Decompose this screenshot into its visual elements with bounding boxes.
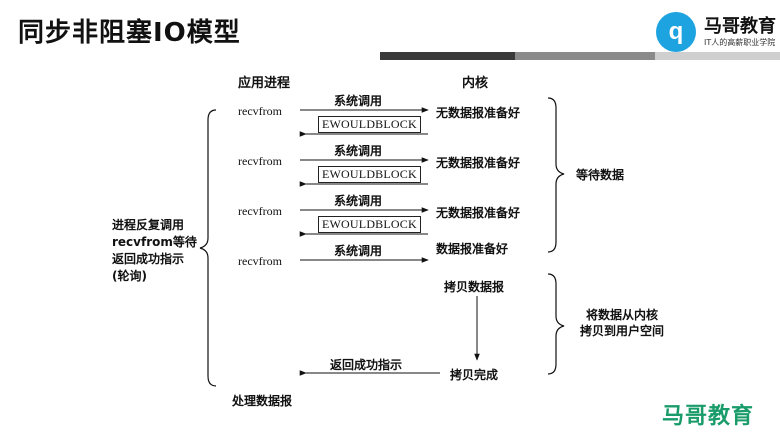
ewouldblock-label-2: EWOULDBLOCK xyxy=(318,166,421,183)
logo-icon: q xyxy=(656,12,696,52)
kernel-no-data-2: 无数据报准备好 xyxy=(436,156,521,170)
right-bracket-wait xyxy=(547,97,565,253)
recvfrom-2: recvfrom xyxy=(238,154,282,168)
header-bar-light xyxy=(655,52,780,60)
syscall-label-4: 系统调用 xyxy=(334,244,383,258)
ewouldblock-label-3: EWOULDBLOCK xyxy=(318,216,421,233)
recvfrom-3: recvfrom xyxy=(238,204,282,218)
kernel-copy-done: 拷贝完成 xyxy=(450,368,499,382)
logo-tagline: IT人的高薪职业学院 xyxy=(704,38,776,47)
kernel-copy-datagram: 拷贝数据报 xyxy=(444,280,505,294)
page-title: 同步非阻塞IO模型 xyxy=(18,18,241,48)
logo-glyph: q xyxy=(668,18,684,45)
header-bar-mid xyxy=(515,52,655,60)
process-datagram-label: 处理数据报 xyxy=(232,394,293,408)
polling-note: 进程反复调用 recvfrom等待 返回成功指示 (轮询) xyxy=(112,217,197,285)
polling-note-line-3: 返回成功指示 xyxy=(112,252,185,266)
brand-logo: q 马哥教育 IT人的高薪职业学院 xyxy=(656,10,776,54)
recvfrom-4: recvfrom xyxy=(238,254,282,268)
left-bracket xyxy=(199,109,217,387)
right-bracket-copy xyxy=(547,273,565,375)
recvfrom-1: recvfrom xyxy=(238,104,282,118)
brand-watermark: 马哥教育 xyxy=(662,404,755,429)
polling-note-line-2: recvfrom等待 xyxy=(112,235,197,249)
polling-note-line-1: 进程反复调用 xyxy=(112,218,185,232)
syscall-label-3: 系统调用 xyxy=(334,194,383,208)
column-kernel: 内核 xyxy=(462,76,489,91)
return-success-label: 返回成功指示 xyxy=(330,358,403,372)
copy-note-line-2: 拷贝到用户空间 xyxy=(580,324,665,338)
ewouldblock-label-1: EWOULDBLOCK xyxy=(318,116,421,133)
logo-name: 马哥教育 xyxy=(704,16,776,37)
kernel-data-ready: 数据报准备好 xyxy=(436,242,509,256)
syscall-label-2: 系统调用 xyxy=(334,144,383,158)
header-bar-dark xyxy=(380,52,515,60)
polling-note-line-4: (轮询) xyxy=(112,269,147,283)
kernel-no-data-1: 无数据报准备好 xyxy=(436,106,521,120)
kernel-no-data-3: 无数据报准备好 xyxy=(436,206,521,220)
copy-note-line-1: 将数据从内核 xyxy=(586,308,659,322)
wait-data-note: 等待数据 xyxy=(576,168,625,182)
column-app-process: 应用进程 xyxy=(238,76,291,91)
syscall-label-1: 系统调用 xyxy=(334,94,383,108)
